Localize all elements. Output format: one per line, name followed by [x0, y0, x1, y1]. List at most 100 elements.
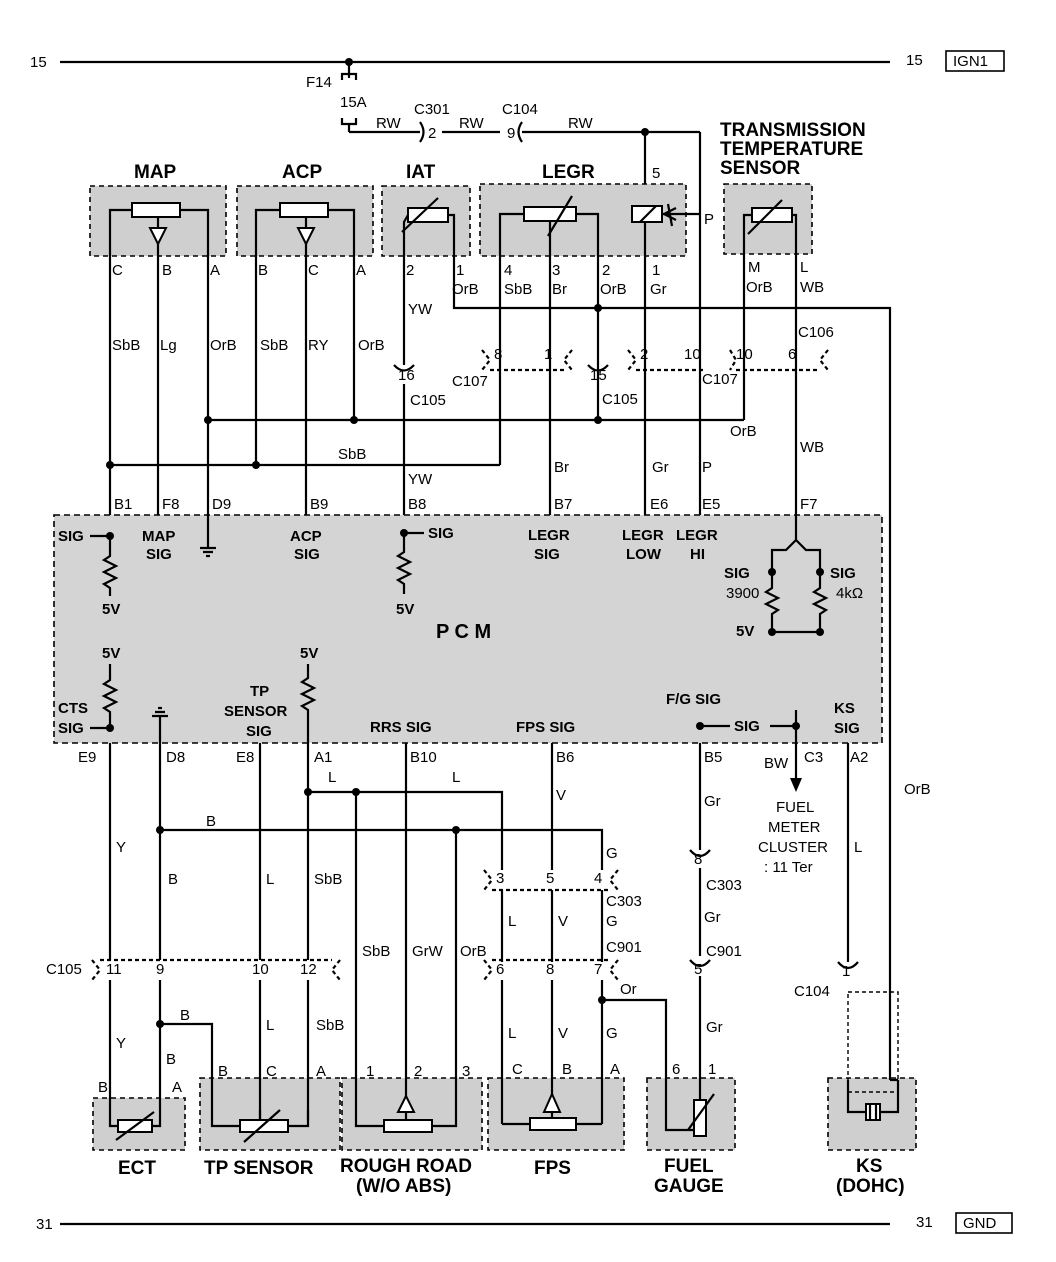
- pcm-map-sig-pin: SIG: [58, 528, 84, 545]
- ect-pin-a: A: [172, 1079, 182, 1096]
- rail-bot-left-label: 31: [36, 1216, 53, 1233]
- fg-title-1: FUEL: [664, 1156, 714, 1177]
- rough-road-box: [341, 1077, 483, 1151]
- map-pin-c: C: [112, 262, 123, 279]
- wire-map-c: SbB: [112, 337, 140, 354]
- wire-legr-2: OrB: [600, 281, 627, 298]
- pcm-cts-1: CTS: [58, 700, 88, 717]
- wire-l-fps2: L: [508, 1025, 516, 1042]
- c303-label-1: C303: [606, 893, 642, 910]
- c901-pin-7: 7: [594, 961, 602, 978]
- wire-orb-right: OrB: [904, 781, 931, 798]
- c303-pin-4: 4: [594, 870, 602, 887]
- fuel-meter-3: CLUSTER: [758, 839, 828, 856]
- wire-yw-lower: YW: [408, 471, 433, 488]
- fps-title: FPS: [534, 1158, 571, 1179]
- wire-v-fps2: V: [558, 1025, 568, 1042]
- iat-sensor: 2 1 OrB: [401, 197, 479, 298]
- c107-pin-8: 8: [494, 346, 502, 363]
- pcm-pin-b7: B7: [554, 496, 572, 513]
- wire-b-1: B: [168, 871, 178, 888]
- wire-map-a: OrB: [210, 337, 237, 354]
- wire-acp-b: SbB: [260, 337, 288, 354]
- pcm-legr-sig-2: SIG: [534, 546, 560, 563]
- tp-sensor: B C A: [210, 1063, 326, 1143]
- pcm-pin-c3: C3: [804, 749, 823, 766]
- gnd-tag: [955, 1212, 1013, 1234]
- wire-tts-l: WB: [800, 279, 824, 296]
- pcm-pin-a1: A1: [314, 749, 332, 766]
- pcm-5v-tp: 5V: [300, 645, 318, 662]
- acp-pin-a: A: [356, 262, 366, 279]
- map-title: MAP: [134, 162, 177, 183]
- fuel-gauge: 6 1: [672, 1061, 716, 1137]
- legr-pin-1: 1: [652, 262, 660, 279]
- legr-pin-4: 4: [504, 262, 512, 279]
- ign1-tag-text: IGN1: [953, 53, 988, 70]
- fg-title-2: GAUGE: [654, 1176, 724, 1197]
- c901-pin-5: 5: [694, 961, 702, 978]
- acp-sensor: B C A: [254, 202, 366, 279]
- wire-v-1: V: [556, 787, 566, 804]
- pcm-pin-b9: B9: [310, 496, 328, 513]
- pcm-acp-sig-1: ACP: [290, 528, 322, 545]
- legr-pin-3: 3: [552, 262, 560, 279]
- wire-l-1: L: [328, 769, 336, 786]
- wire-legr-1: Gr: [650, 281, 667, 298]
- fuel-gauge-box: [646, 1077, 736, 1151]
- acp-pin-b: B: [258, 262, 268, 279]
- c301-pin: 2: [428, 125, 436, 142]
- c104-pin-1: 1: [842, 963, 850, 980]
- pcm-rrs-sig: RRS SIG: [370, 719, 432, 736]
- fuel-meter-4: : 11 Ter: [764, 859, 813, 876]
- wire-tts-m: OrB: [746, 279, 773, 296]
- pcm-5v-cts: 5V: [102, 645, 120, 662]
- tp-pin-c: C: [266, 1063, 277, 1080]
- tts-sensor: M L OrB WB: [742, 199, 824, 296]
- pcm-pin-b1: B1: [114, 496, 132, 513]
- ect-pin-b: B: [98, 1079, 108, 1096]
- fps-sensor: C B A: [502, 1061, 620, 1131]
- gnd-tag-text: GND: [963, 1215, 997, 1232]
- rough-pin-2: 2: [414, 1063, 422, 1080]
- rough-pin-3: 3: [462, 1063, 470, 1080]
- gnd-rail: 31 31 GND: [36, 1212, 1013, 1234]
- acp-title: ACP: [282, 162, 322, 183]
- wire-gr-fg2: Gr: [704, 909, 721, 926]
- pcm-iat-sig: SIG: [428, 525, 454, 542]
- wire-iat-1: OrB: [452, 281, 479, 298]
- pcm-ks-2: SIG: [834, 720, 860, 737]
- tts-title-2: TEMPERATURE: [720, 139, 863, 160]
- ect-sensor: B A: [98, 1079, 182, 1141]
- tts-pin-m: M: [748, 259, 761, 276]
- pcm-pin-e6: E6: [650, 496, 668, 513]
- c107-pin-2: 2: [640, 346, 648, 363]
- wire-iat-2: YW: [408, 301, 433, 318]
- c105-pin-11: 11: [106, 961, 122, 978]
- wire-sbb-bus: SbB: [338, 446, 366, 463]
- wire-l-fps1: L: [508, 913, 516, 930]
- c104-label-2: C104: [794, 983, 830, 1000]
- wire-p-lower: P: [702, 459, 712, 476]
- fps-pin-b: B: [562, 1061, 572, 1078]
- c104-label: C104: [502, 101, 538, 118]
- legr-sensor: 5 4 3 2 1 SbB Br OrB Gr: [498, 165, 700, 298]
- wire-y-2: Y: [116, 1035, 126, 1052]
- legr-pin-5: 5: [652, 165, 660, 182]
- ks-title-1: KS: [856, 1156, 882, 1177]
- wire-or: Or: [620, 981, 637, 998]
- wire-l-tp2: L: [266, 1017, 274, 1034]
- ign1-rail: 15 15 IGN1: [30, 50, 1005, 72]
- pcm-fg-sig: F/G SIG: [666, 691, 721, 708]
- ect-title: ECT: [118, 1158, 156, 1179]
- c105-pin-15: 15: [590, 367, 607, 384]
- rail-bot-right-label: 31: [916, 1214, 933, 1231]
- fuse-f14: F14 15A: [306, 58, 367, 132]
- c901-pin-6: 6: [496, 961, 504, 978]
- wire-sbb-tp: SbB: [314, 871, 342, 888]
- legr-pin-2: 2: [602, 262, 610, 279]
- c105-pin-12: 12: [300, 961, 317, 978]
- wire-grw: GrW: [412, 943, 444, 960]
- rough-road-sensor: 1 2 3: [354, 1063, 470, 1133]
- pcm-map-sig-2: SIG: [146, 546, 172, 563]
